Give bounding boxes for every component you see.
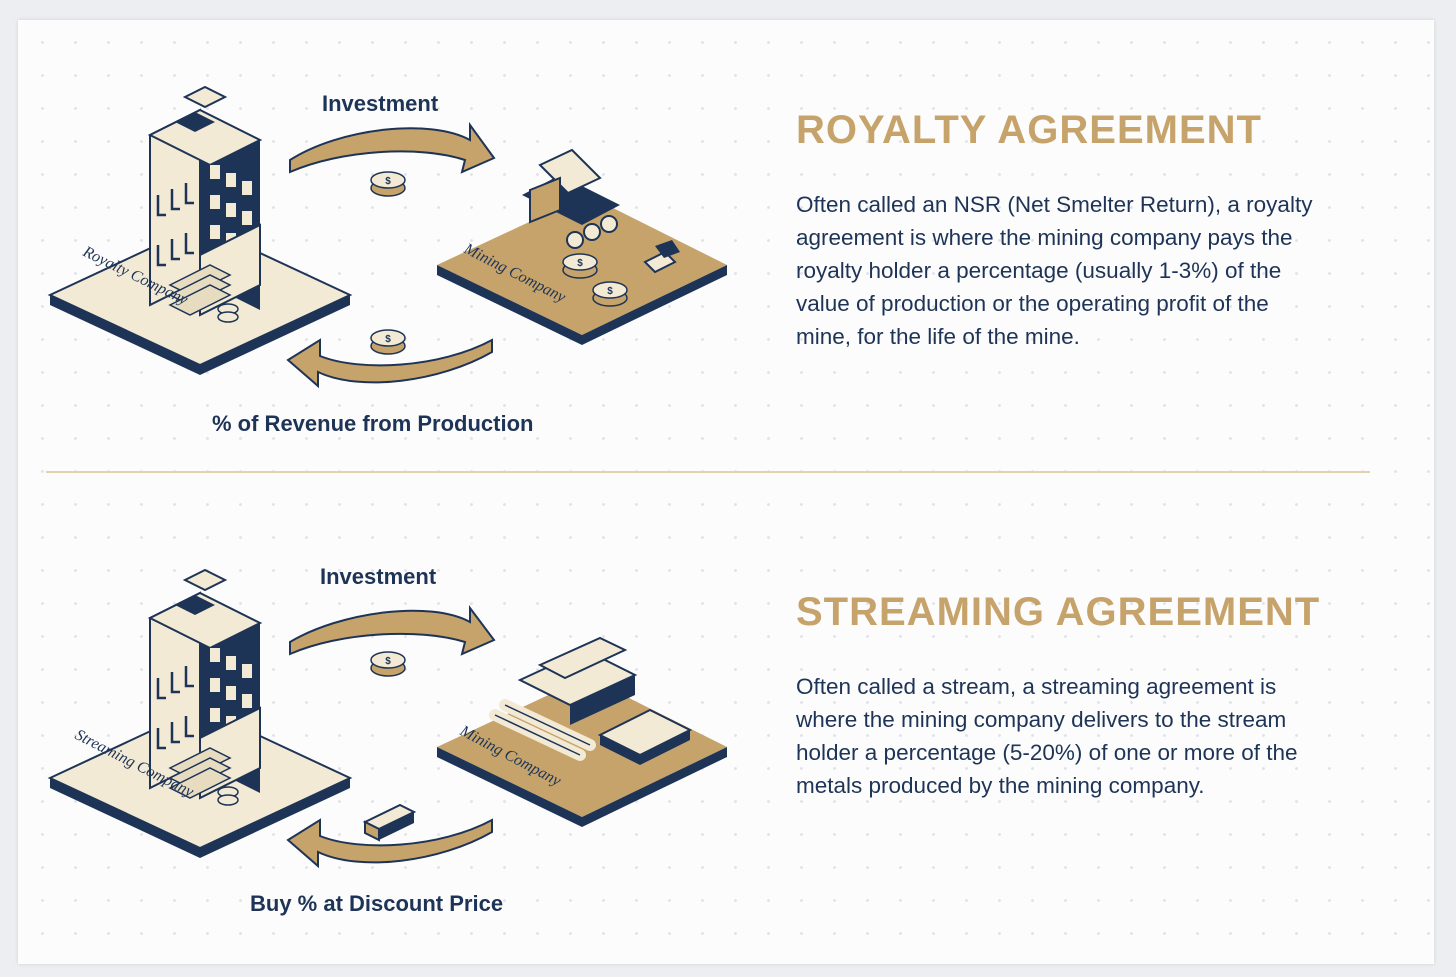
section-divider xyxy=(46,471,1370,473)
gold-bar-icon xyxy=(362,803,417,842)
pipes-icon xyxy=(489,699,596,761)
royalty-description: Often called an NSR (Net Smelter Return)… xyxy=(796,192,1313,349)
coin-icon xyxy=(370,171,406,197)
coin-icon xyxy=(370,651,406,677)
investment-arrow xyxy=(289,605,496,656)
royalty-title: ROYALTY AGREEMENT xyxy=(796,108,1262,152)
discount-arrow-label: Buy % at Discount Price xyxy=(250,891,504,916)
revenue-arrow-label: % of Revenue from Production xyxy=(212,411,534,436)
sheet-metal-icon xyxy=(597,708,693,765)
streaming-description: Often called a stream, a streaming agree… xyxy=(796,674,1298,798)
mine-cart-icon xyxy=(522,148,620,249)
discount-arrow xyxy=(286,818,493,869)
office-building-icon xyxy=(48,85,352,377)
ore-rocks-icon xyxy=(643,240,680,274)
coin-stack-icon xyxy=(562,253,598,279)
revenue-arrow xyxy=(286,338,493,389)
office-building-icon xyxy=(48,568,352,860)
coin-icon xyxy=(370,329,406,355)
coin-stack-icon xyxy=(592,281,628,307)
investment-arrow-label: Investment xyxy=(322,91,439,116)
streaming-title: STREAMING AGREEMENT xyxy=(796,590,1321,634)
metal-bars-icon xyxy=(517,636,638,725)
investment-arrow-label: Investment xyxy=(320,564,437,589)
investment-arrow xyxy=(289,121,496,174)
